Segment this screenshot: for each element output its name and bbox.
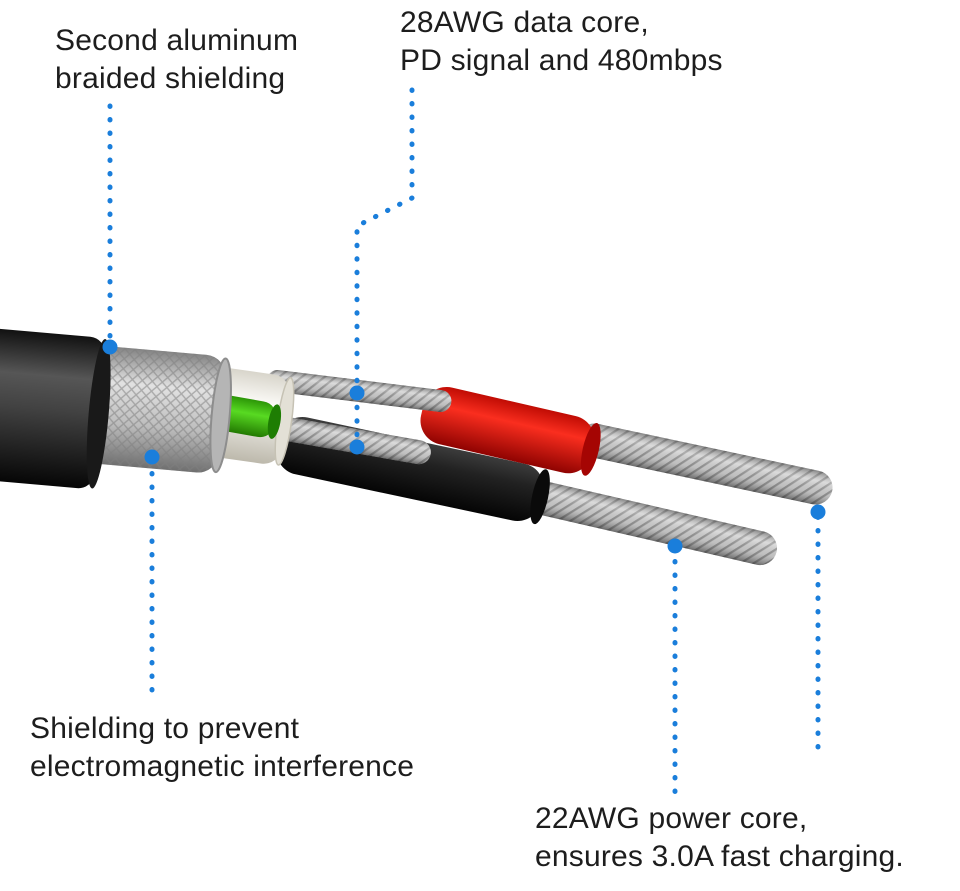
dot-data-core-lower — [349, 439, 365, 455]
label-braided-line2: braided shielding — [55, 62, 286, 96]
green-wire-cut-end — [267, 404, 282, 439]
outer-jacket — [0, 323, 111, 489]
black-wire-cut-end — [530, 469, 550, 525]
label-power-line2: ensures 3.0A fast charging. — [535, 840, 904, 874]
label-braided-shielding: Second aluminum braided shielding — [55, 22, 298, 99]
label-data-core-line2: PD signal and 480mbps — [400, 44, 723, 78]
shield-cut-end — [209, 357, 232, 474]
label-data-core: 28AWG data core, PD signal and 480mbps — [400, 4, 723, 81]
jacket-cut-end — [86, 339, 111, 489]
label-emi-line2: electromagnetic interference — [30, 750, 415, 784]
data-core-strand-lower — [257, 413, 431, 465]
label-emi-shielding: Shielding to prevent electromagnetic int… — [30, 710, 414, 787]
red-wire-cut-end — [580, 422, 601, 476]
dot-braided-shielding — [102, 339, 118, 355]
label-braided-line1: Second aluminum — [55, 24, 299, 57]
label-power-core: 22AWG power core, ensures 3.0A fast char… — [535, 800, 904, 877]
dot-power-core-lower — [667, 538, 683, 554]
label-power-line1: 22AWG power core, — [535, 802, 808, 835]
dot-data-core-upper — [349, 385, 365, 401]
dot-emi-shielding — [144, 449, 160, 465]
dot-power-core-upper — [810, 504, 826, 520]
leader-data-core — [354, 87, 415, 449]
label-data-core-line1: 28AWG data core, — [400, 6, 649, 39]
red-wire — [420, 386, 601, 476]
power-core-strand-lower — [517, 479, 778, 566]
power-core-strand-upper — [577, 423, 833, 505]
label-emi-line1: Shielding to prevent — [30, 712, 300, 745]
